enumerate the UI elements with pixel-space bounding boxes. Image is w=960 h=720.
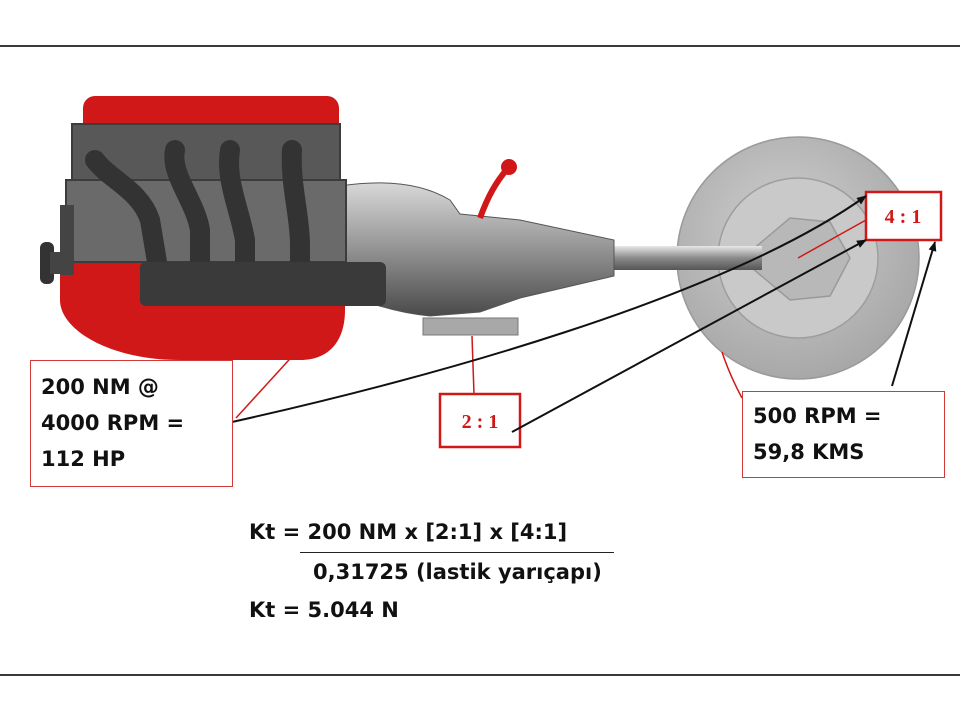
engine-leader-line <box>235 349 299 419</box>
shift-knob-icon <box>501 159 517 175</box>
wheel-to-differential-arrow <box>891 241 937 387</box>
gearbox-to-differential-arrow <box>511 239 867 433</box>
engine-callout-line-3: 112 HP <box>41 447 126 471</box>
formula-numerator-text: 200 NM x [2:1] x [4:1] <box>307 520 568 544</box>
engine <box>40 96 386 360</box>
formula-denominator: 0,31725 (lastik yarıçapı) <box>313 560 602 584</box>
fraction-bar <box>300 552 614 553</box>
formula-result: Kt = 5.044 N <box>249 598 399 622</box>
wheel-speed-callout: 500 RPM = 59,8 KMS <box>742 391 945 478</box>
bottom-rule <box>0 674 960 676</box>
top-rule <box>0 45 960 47</box>
gearbox-ratio-label: 2 : 1 <box>462 411 499 433</box>
wheel-leader-line <box>721 351 743 399</box>
engine-output-callout: 200 NM @ 4000 RPM = 112 HP <box>30 360 233 487</box>
engine-callout-line-1: 200 NM @ <box>41 375 159 399</box>
wheel-callout-line-1: 500 RPM = <box>753 404 882 428</box>
formula-numerator: Kt = 200 NM x [2:1] x [4:1] <box>249 520 567 544</box>
engine-callout-line-2: 4000 RPM = <box>41 411 185 435</box>
exhaust-manifold <box>140 262 386 306</box>
differential-leader-line <box>797 219 867 259</box>
gearbox-leader-line <box>471 335 475 395</box>
gearbox-ratio-box: 2 : 1 <box>438 392 522 449</box>
engine-to-differential-arrow <box>231 195 867 423</box>
wheel-callout-line-2: 59,8 KMS <box>753 440 865 464</box>
differential-ratio-box: 4 : 1 <box>864 190 943 242</box>
gearbox <box>339 159 615 336</box>
differential-ratio-label: 4 : 1 <box>885 206 922 228</box>
formula-prefix: Kt = <box>249 520 308 544</box>
